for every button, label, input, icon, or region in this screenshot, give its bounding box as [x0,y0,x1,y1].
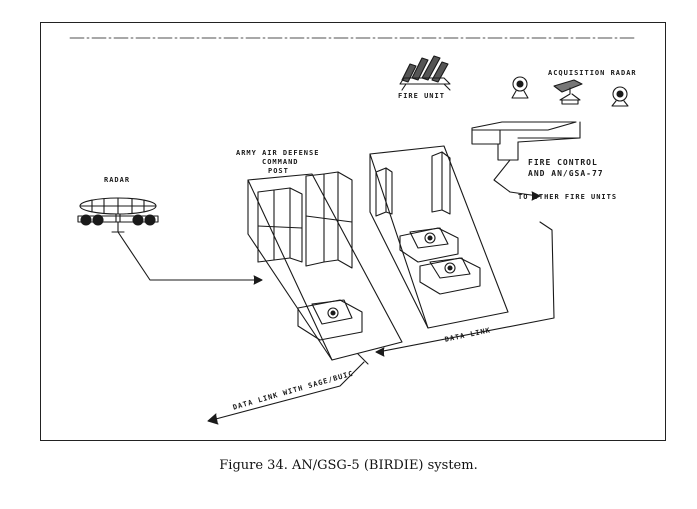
command-post-label-line2: COMMAND [262,158,299,166]
figure-frame [40,22,666,441]
fire-control-label-line1: FIRE CONTROL [528,158,598,167]
missile-launcher-icon [399,55,451,91]
acquisition-radar-antenna-icon [553,79,583,105]
command-post-label-line1: ARMY AIR DEFENSE [236,149,320,157]
radar-label: RADAR [104,176,131,184]
antenna-dish-right-icon [611,86,629,107]
radar-trailer-icon [77,197,159,233]
system-diagram [69,37,637,425]
radar-data-line [117,231,263,285]
data-link-line [375,221,555,357]
sage-data-link-line [207,353,369,425]
acquisition-radar-label: ACQUISITION RADAR [548,69,637,77]
fire-control-label-line2: AND AN/GSA-77 [528,169,604,178]
fire-control-shelter [471,121,581,161]
figure-caption: Figure 34. AN/GSG-5 (BIRDIE) system. [219,458,478,473]
other-fire-units-label: TO OTHER FIRE UNITS [518,193,618,201]
command-post-building [247,171,403,361]
command-post-label-line3: POST [268,167,289,175]
antenna-dish-left-icon [511,76,529,99]
fire-unit-label: FIRE UNIT [398,92,445,100]
fire-control-link-line [493,159,541,201]
fire-unit-building [369,145,509,329]
